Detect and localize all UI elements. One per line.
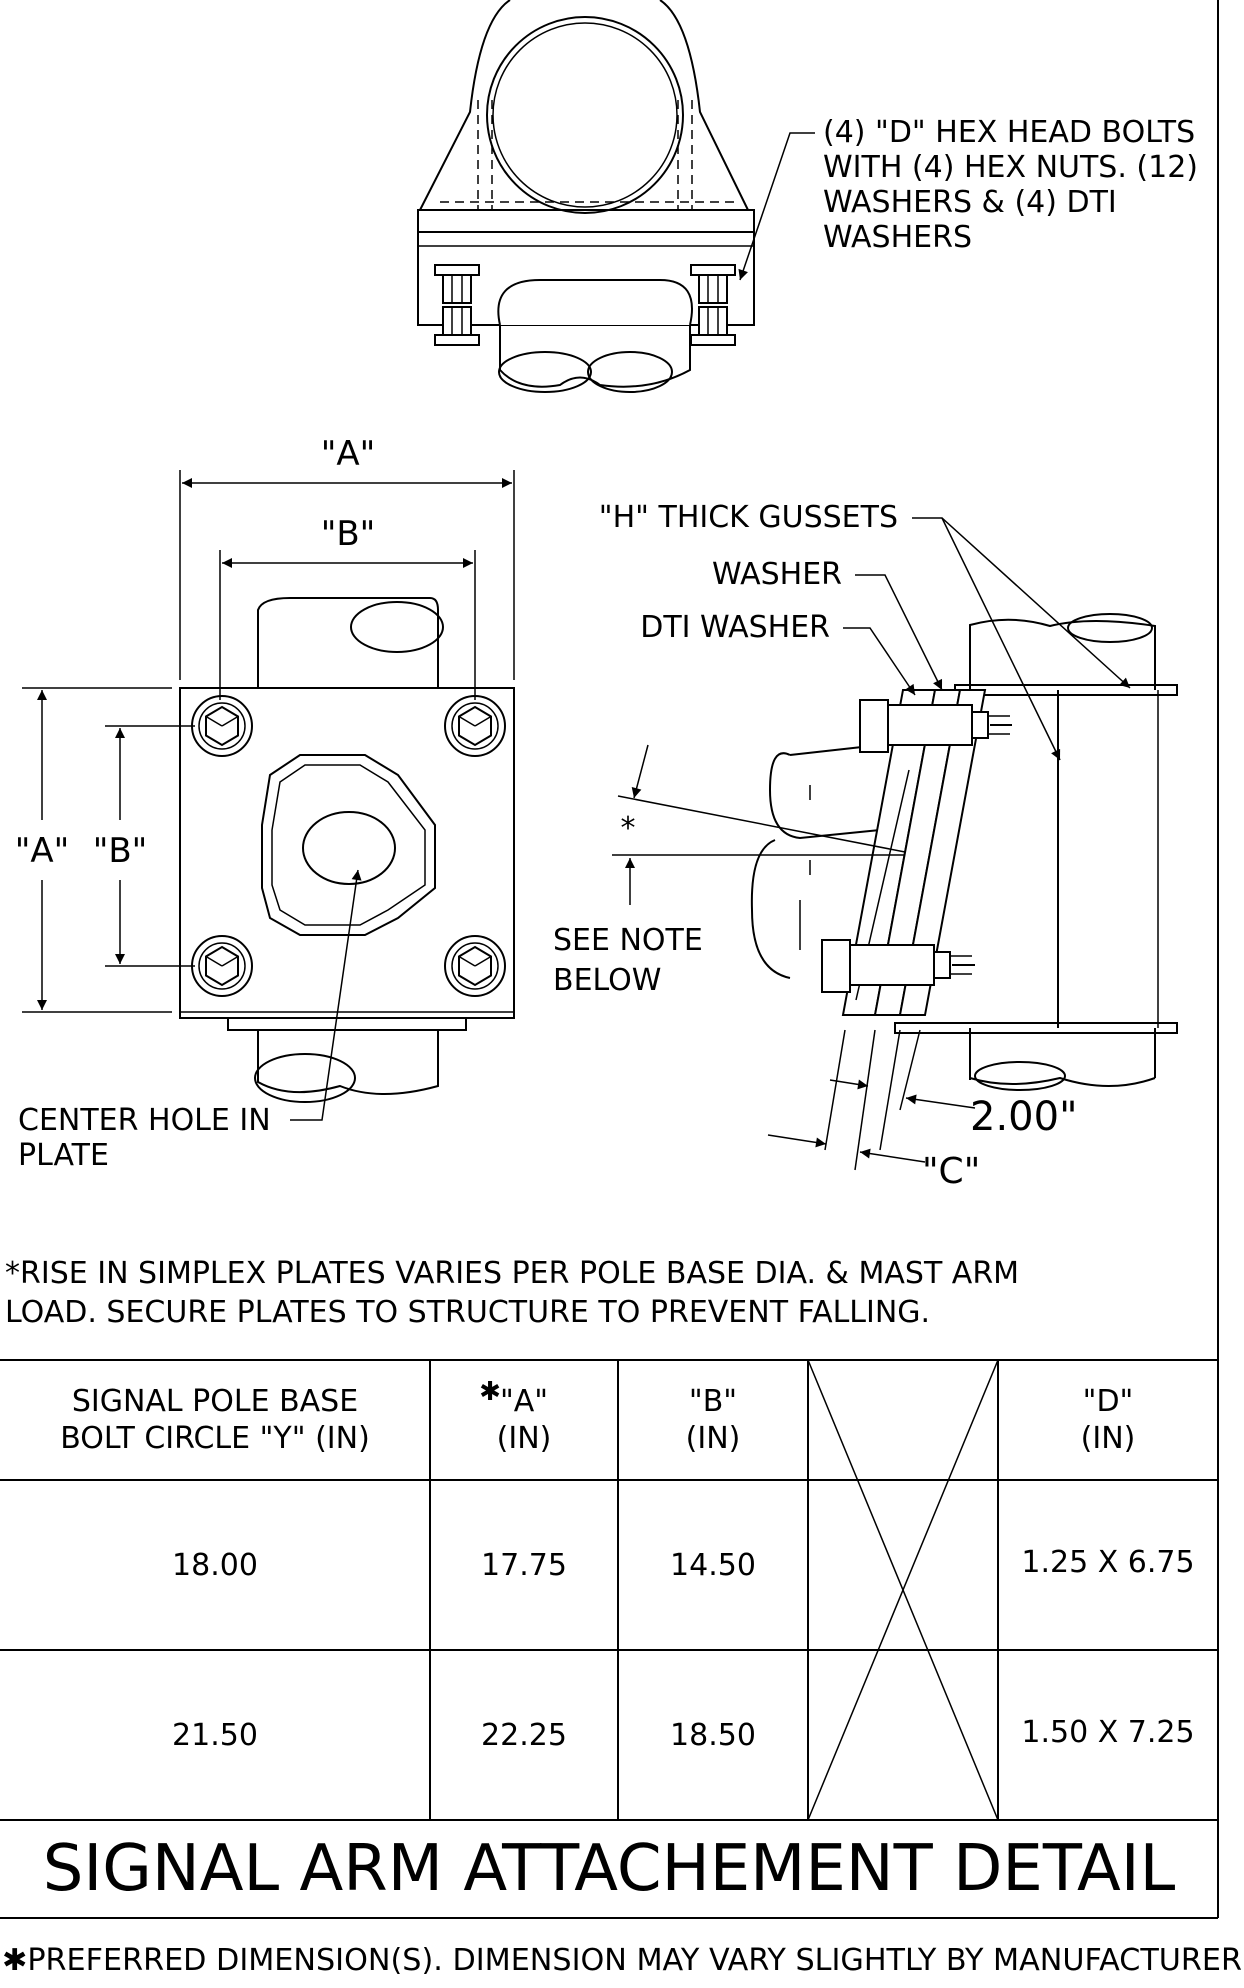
svg-text:SIGNAL POLE BASE: SIGNAL POLE BASE: [72, 1384, 358, 1419]
rise-dimension: *: [612, 744, 906, 905]
svg-text:"B": "B": [689, 1384, 737, 1419]
svg-text:BOLT CIRCLE "Y" (IN): BOLT CIRCLE "Y" (IN): [60, 1421, 370, 1456]
center-hole-leader: [290, 869, 362, 1121]
svg-text:1.50 X 7.25: 1.50 X 7.25: [1021, 1715, 1194, 1750]
svg-text:WASHER: WASHER: [712, 557, 842, 592]
dti-washer-leader: DTI WASHER: [640, 610, 916, 696]
table-header: SIGNAL POLE BASE BOLT CIRCLE "Y" (IN) ✱ …: [60, 1377, 1135, 1456]
svg-text:PLATE: PLATE: [18, 1138, 109, 1173]
gussets-leader: "H" THICK GUSSETS: [599, 500, 1131, 761]
svg-text:*RISE IN SIMPLEX PLATES VARIES: *RISE IN SIMPLEX PLATES VARIES PER POLE …: [5, 1256, 1019, 1291]
svg-text:"D": "D": [1083, 1384, 1134, 1419]
svg-text:CENTER HOLE IN: CENTER HOLE IN: [18, 1103, 271, 1138]
dimension-thickness: 2.00" "C": [767, 1029, 1077, 1192]
side-view: [750, 613, 1178, 1091]
drawing-title: SIGNAL ARM ATTACHEMENT DETAIL: [43, 1832, 1176, 1906]
blank-column-cross-b: [807, 1359, 999, 1821]
svg-text:WITH (4) HEX NUTS. (12): WITH (4) HEX NUTS. (12): [823, 150, 1198, 185]
clamp-top-view: [417, 0, 755, 393]
svg-text:"A": "A": [500, 1384, 548, 1419]
svg-text:SEE NOTE: SEE NOTE: [553, 923, 703, 958]
svg-text:(4) "D" HEX HEAD BOLTS: (4) "D" HEX HEAD BOLTS: [823, 115, 1195, 150]
svg-text:(IN): (IN): [1081, 1421, 1136, 1456]
svg-text:1.25 X 6.75: 1.25 X 6.75: [1021, 1545, 1194, 1580]
svg-text:(IN): (IN): [497, 1421, 552, 1456]
svg-text:(IN): (IN): [686, 1421, 741, 1456]
dimension-b-vertical: "B": [93, 725, 195, 967]
svg-text:*: *: [621, 811, 636, 846]
table-row: 21.50 22.25 18.50 1.50 X 7.25: [172, 1715, 1195, 1753]
svg-text:"B": "B": [321, 514, 376, 554]
svg-text:17.75: 17.75: [481, 1548, 567, 1583]
svg-text:18.50: 18.50: [670, 1718, 756, 1753]
svg-text:22.25: 22.25: [481, 1718, 567, 1753]
svg-text:"A": "A": [321, 434, 376, 474]
plate-front-view: [179, 597, 515, 1103]
see-note-callout: SEE NOTE BELOW: [553, 923, 703, 998]
bolts-leader: [738, 132, 815, 281]
svg-text:"C": "C": [922, 1151, 980, 1192]
rise-note: *RISE IN SIMPLEX PLATES VARIES PER POLE …: [5, 1256, 1019, 1330]
svg-text:BELOW: BELOW: [553, 963, 661, 998]
svg-text:"H" THICK GUSSETS: "H" THICK GUSSETS: [599, 500, 898, 535]
dimension-a-vertical: "A": [15, 687, 172, 1013]
dimension-a-horizontal: "A": [179, 434, 515, 680]
bolts-callout: (4) "D" HEX HEAD BOLTS WITH (4) HEX NUTS…: [823, 115, 1198, 255]
svg-text:"B": "B": [93, 831, 148, 871]
svg-text:✱: ✱: [479, 1377, 501, 1407]
washer-leader: WASHER: [712, 557, 943, 691]
svg-text:21.50: 21.50: [172, 1718, 258, 1753]
center-hole-callout: CENTER HOLE IN PLATE: [18, 1103, 271, 1173]
svg-text:WASHERS & (4) DTI: WASHERS & (4) DTI: [823, 185, 1117, 220]
svg-text:WASHERS: WASHERS: [823, 220, 972, 255]
svg-text:14.50: 14.50: [670, 1548, 756, 1583]
table-row: 18.00 17.75 14.50 1.25 X 6.75: [172, 1545, 1195, 1583]
svg-text:"A": "A": [15, 831, 70, 871]
svg-text:18.00: 18.00: [172, 1548, 258, 1583]
svg-text:2.00": 2.00": [970, 1094, 1077, 1140]
footer-note: ✱PREFERRED DIMENSION(S). DIMENSION MAY V…: [2, 1943, 1242, 1978]
dimension-b-horizontal: "B": [219, 514, 476, 700]
dimension-table: [0, 1359, 1218, 1821]
svg-text:DTI WASHER: DTI WASHER: [640, 610, 830, 645]
svg-text:LOAD. SECURE PLATES TO STRUCTU: LOAD. SECURE PLATES TO STRUCTURE TO PREV…: [5, 1295, 930, 1330]
